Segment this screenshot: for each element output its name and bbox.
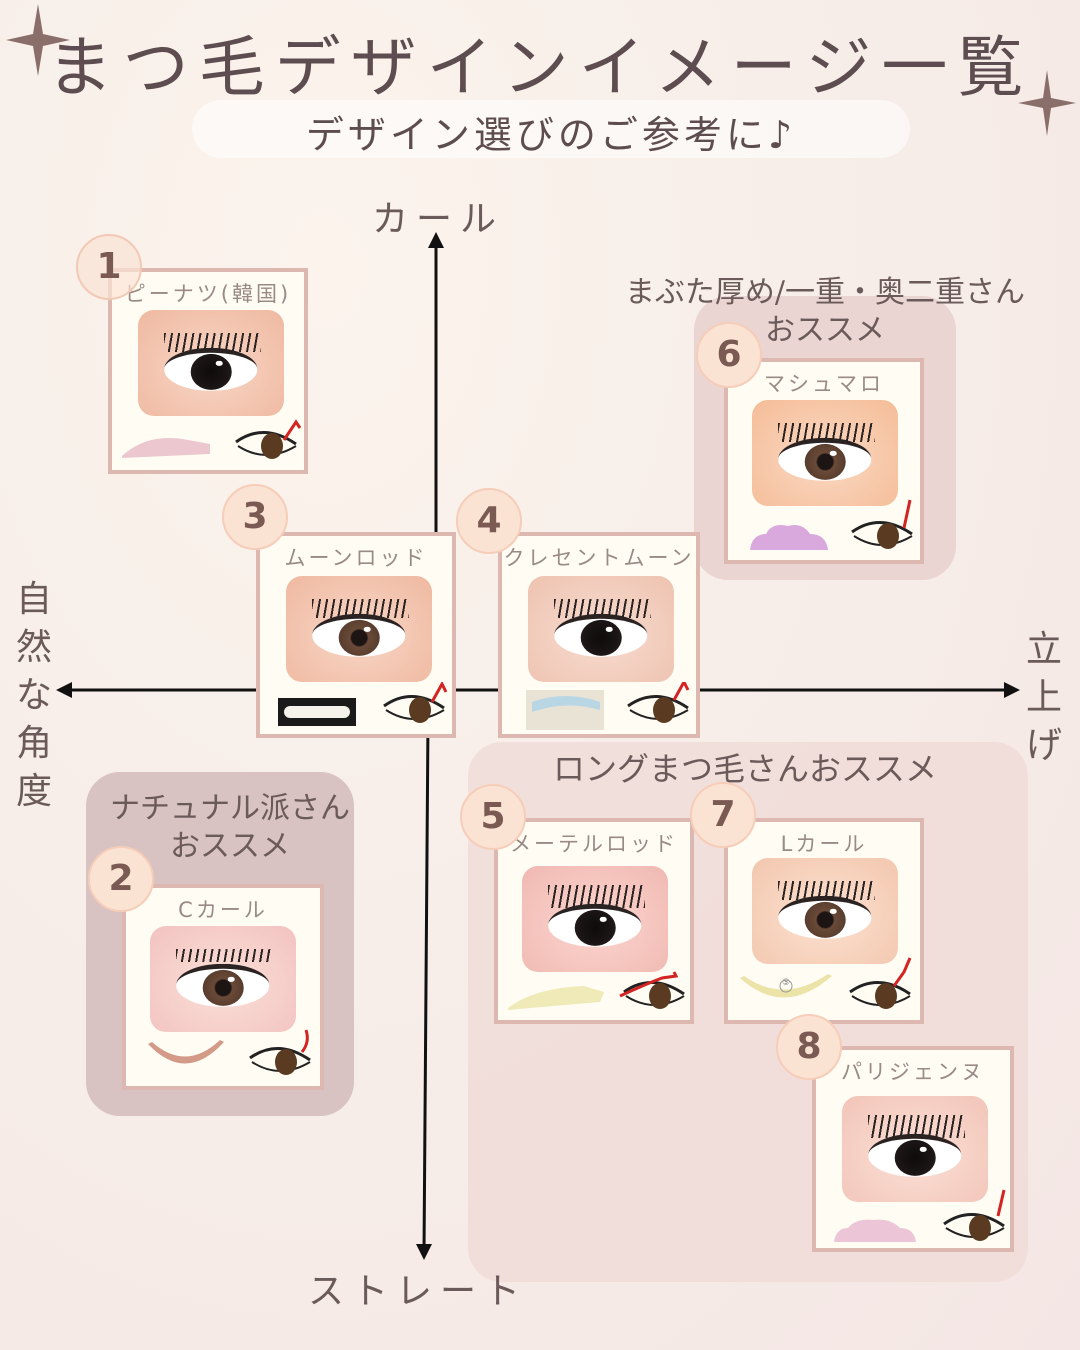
- axis-bottom-label: ストレート: [308, 1271, 529, 1312]
- rod-image: [148, 1040, 224, 1064]
- sparkle-star-icon: [1018, 70, 1076, 136]
- eye-sketch-icon: [627, 682, 690, 723]
- group-thick-lid-label: まぶた厚め/一重・奥二重さんおススメ: [624, 275, 1026, 348]
- design-card-4[interactable]: クレセントムーン: [498, 532, 700, 738]
- design-number-badge: 1: [76, 234, 142, 300]
- rod-image: [122, 438, 210, 458]
- design-card-2[interactable]: Cカール: [122, 884, 324, 1090]
- eye-sketch-icon: [849, 957, 912, 1009]
- arrow-left-icon: [56, 682, 72, 698]
- arrow-right-icon: [1004, 682, 1020, 698]
- design-card-8[interactable]: パリジェンヌ: [812, 1046, 1014, 1252]
- eye-photo: [842, 1096, 988, 1202]
- rod-size-mark: ⑤: [782, 978, 791, 988]
- design-name: パリジェンヌ: [841, 1060, 985, 1084]
- eye-photo: [138, 310, 284, 416]
- eye-sketch-icon: [619, 971, 685, 1009]
- eye-sketch-icon: [235, 419, 302, 459]
- design-name: Cカール: [178, 898, 268, 922]
- design-name: マシュマロ: [764, 372, 884, 396]
- design-number-badge: 6: [696, 322, 762, 388]
- page-title: まつ毛デザインイメージ一覧: [46, 29, 1034, 106]
- axis-top-label: カール: [372, 199, 505, 240]
- design-card-6[interactable]: マシュマロ: [724, 358, 924, 564]
- design-name: ムーンロッド: [284, 546, 428, 570]
- rod-image: [526, 690, 604, 730]
- eye-photo: [752, 858, 898, 964]
- axis-left-label: 自然な角度: [15, 579, 52, 812]
- design-number-badge: 3: [222, 484, 288, 550]
- eye-photo: [528, 576, 674, 682]
- eye-sketch-icon: [383, 682, 448, 723]
- design-name: ピーナツ(韓国): [124, 282, 292, 306]
- design-name: Lカール: [780, 832, 868, 856]
- design-card-5[interactable]: メーテルロッド: [494, 818, 694, 1024]
- design-name: クレセントムーン: [503, 546, 695, 570]
- axis-right-label: 立上げ: [1025, 629, 1062, 766]
- rod-image: [750, 525, 828, 550]
- eye-photo: [150, 926, 296, 1032]
- design-number-badge: 7: [690, 782, 756, 848]
- sparkle-star-icon: [6, 4, 70, 76]
- eye-sketch-icon: [851, 499, 913, 549]
- subtitle-pill: [192, 100, 910, 158]
- design-card-3[interactable]: ムーンロッド: [256, 532, 456, 738]
- eye-sketch-icon: [249, 1029, 311, 1075]
- rod-image: [834, 1219, 916, 1242]
- arrow-up-icon: [428, 232, 444, 248]
- rod-image: [508, 986, 604, 1010]
- design-number-badge: 4: [456, 488, 522, 554]
- arrow-down-icon: [416, 1244, 432, 1260]
- page-subtitle: デザイン選びのご参考に♪: [305, 113, 797, 157]
- design-card-7[interactable]: Lカール ⑤: [724, 818, 924, 1024]
- eye-photo: [752, 400, 898, 506]
- design-number-badge: 8: [776, 1014, 842, 1080]
- design-number-badge: 5: [460, 784, 526, 850]
- rod-image: [278, 698, 356, 726]
- eye-sketch-icon: [943, 1189, 1006, 1241]
- eye-photo: [286, 576, 432, 682]
- group-natural-label: ナチュナル派さんおススメ: [110, 791, 350, 864]
- eye-photo: [522, 866, 668, 972]
- rod-image: [740, 974, 832, 998]
- design-name: メーテルロッド: [510, 832, 678, 856]
- design-number-badge: 2: [88, 846, 154, 912]
- design-card-1[interactable]: ピーナツ(韓国): [108, 268, 308, 474]
- group-long-lash-label: ロングまつ毛さんおススメ: [552, 750, 937, 788]
